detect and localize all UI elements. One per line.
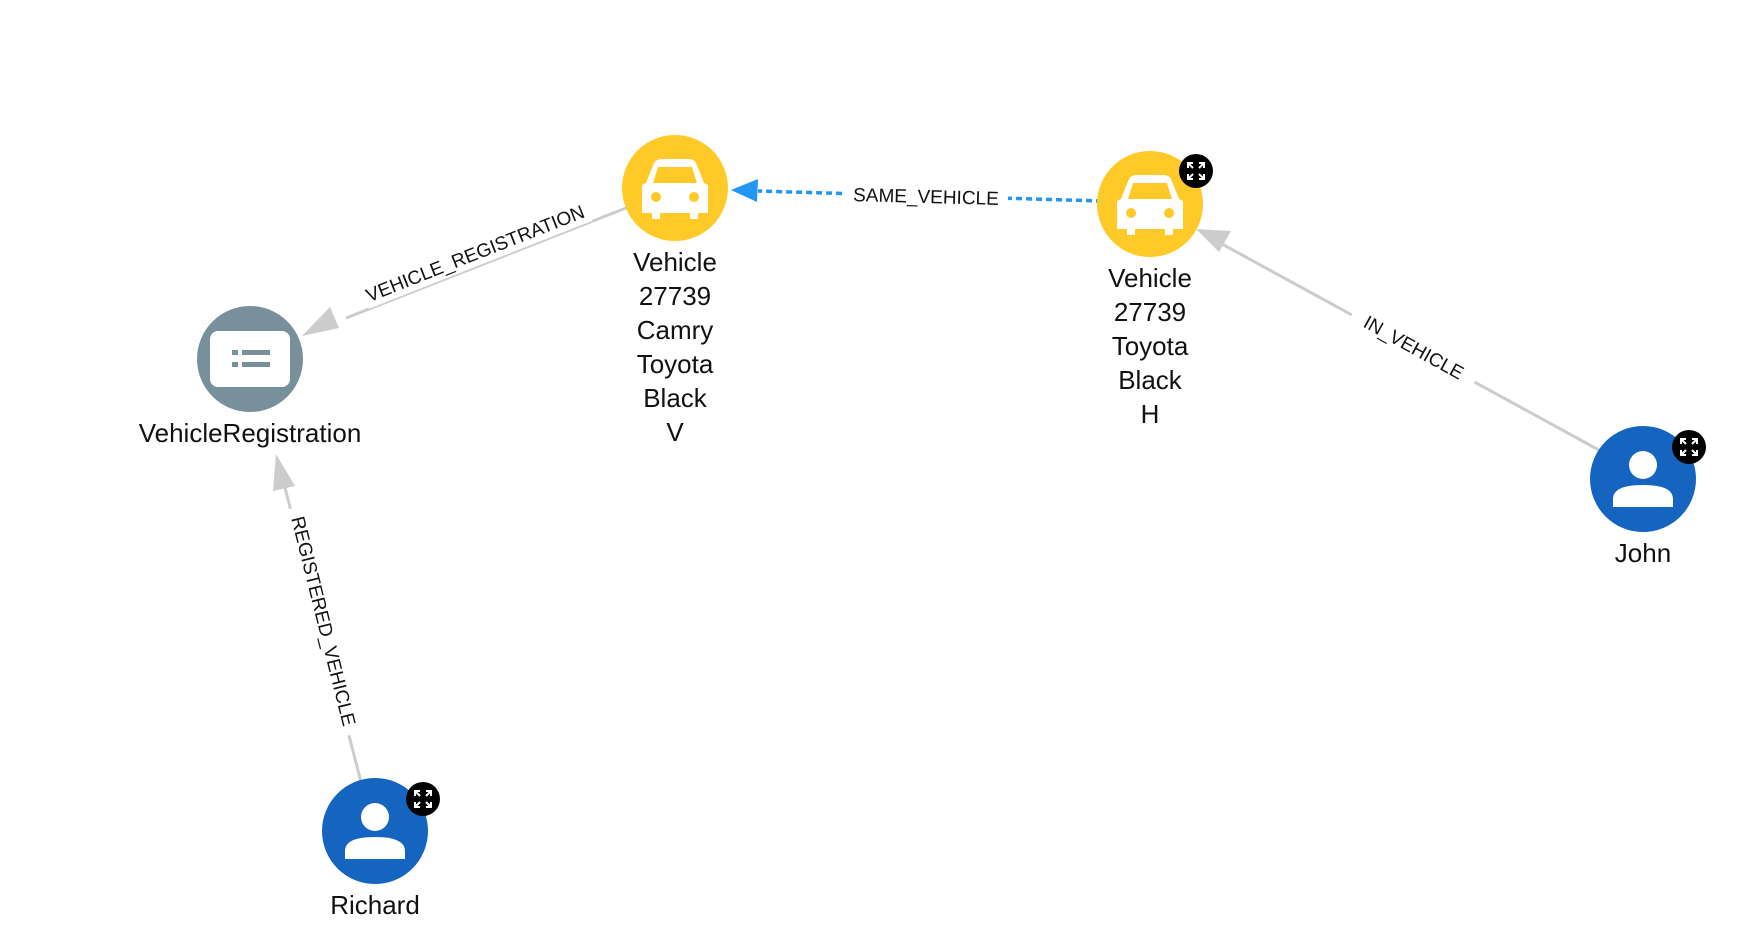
car-icon [642, 159, 708, 219]
node-vehicle-registration[interactable] [197, 306, 303, 412]
node-label-john: John [1615, 536, 1671, 570]
label-line: Vehicle [1108, 263, 1192, 293]
node-vehicle-v[interactable] [622, 135, 728, 241]
label-line: Black [1118, 365, 1182, 395]
edge-label-in-vehicle: IN_VEHICLE [1360, 312, 1467, 384]
expand-button[interactable] [1179, 154, 1213, 188]
person-icon [1613, 451, 1673, 507]
label-line: Richard [330, 890, 420, 920]
id-card-icon [210, 331, 290, 387]
expand-button[interactable] [1672, 430, 1706, 464]
node-label-richard: Richard [330, 888, 420, 922]
label-line: H [1140, 399, 1160, 429]
label-line: Toyota [1111, 331, 1189, 361]
edge-label-same-vehicle: SAME_VEHICLE [853, 185, 999, 210]
label-line: Toyota [636, 349, 714, 379]
label-line: VehicleRegistration [138, 418, 362, 448]
label-line: 27739 [1113, 297, 1187, 327]
car-icon [1117, 175, 1183, 235]
arrowhead [1196, 229, 1231, 252]
edge-label-bg [1346, 301, 1482, 393]
expand-button[interactable] [406, 782, 440, 816]
edge-label-registered-vehicle: REGISTERED_VEHICLE [286, 514, 358, 728]
edge-vehicle-registration[interactable]: VEHICLE_REGISTRATION [302, 196, 627, 336]
edge-label-bg [359, 196, 593, 309]
node-label-vehicle-v: Vehicle 27739 Camry Toyota Black V [633, 245, 717, 449]
expand-icon [1680, 438, 1698, 456]
edge-in-vehicle[interactable]: IN_VEHICLE [1196, 229, 1609, 457]
label-line: V [666, 417, 684, 447]
node-label-vehicle-h: Vehicle 27739 Toyota Black H [1108, 261, 1192, 431]
arrowhead [302, 307, 339, 336]
arrowhead [731, 179, 758, 202]
arrowhead [273, 454, 295, 491]
edge-label-bg [843, 179, 1009, 209]
label-line: John [1614, 538, 1672, 568]
edge-label-bg [283, 504, 365, 738]
label-line: Black [643, 383, 707, 413]
node-label-vehicle-registration: VehicleRegistration [139, 416, 362, 450]
label-line: 27739 [638, 281, 712, 311]
label-line: Camry [636, 315, 714, 345]
label-line: Vehicle [633, 247, 717, 277]
edge-label-vehicle-registration: VEHICLE_REGISTRATION [363, 202, 587, 307]
edge-registered-vehicle[interactable]: REGISTERED_VEHICLE [273, 454, 365, 787]
edge-same-vehicle[interactable]: SAME_VEHICLE [731, 179, 1103, 210]
edge-line [345, 206, 627, 320]
expand-icon [414, 790, 432, 808]
expand-icon [1187, 162, 1205, 180]
person-icon [345, 803, 405, 859]
